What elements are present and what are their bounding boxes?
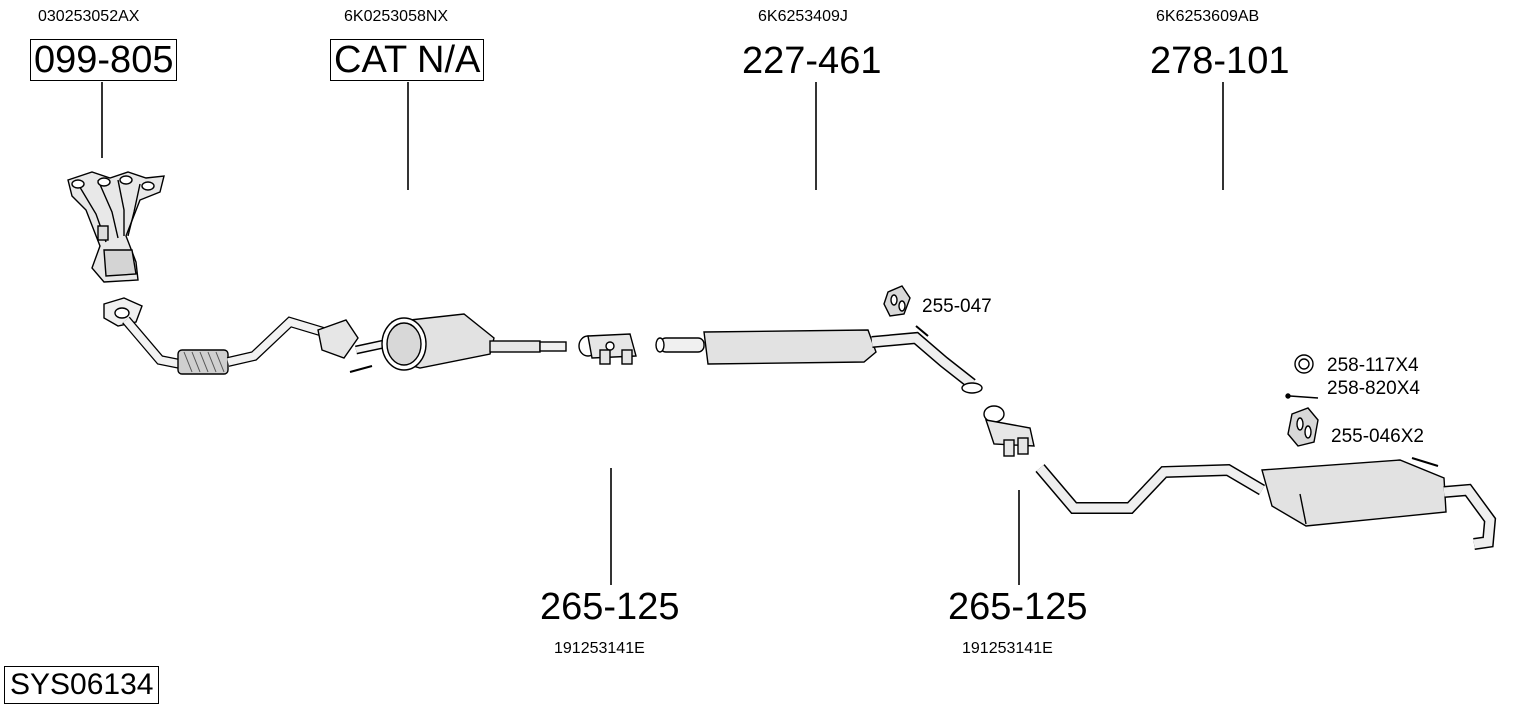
oem-number-clamp-2: 191253141E: [962, 640, 1053, 657]
ring-drawing: [1294, 354, 1314, 374]
system-code: SYS06134: [4, 666, 160, 704]
accessory-label-rubber-hanger-mid: 255-047: [922, 296, 992, 317]
exhaust-manifold: [67, 171, 165, 283]
clamp-2-drawing: [983, 405, 1035, 457]
rear-silencer-drawing: [1035, 457, 1497, 550]
part-number-rear-silencer: 278-101: [1150, 40, 1290, 82]
oem-number-catalyst: 6K0253058NX: [344, 8, 449, 25]
oem-number-manifold: 030253052AX: [38, 8, 140, 25]
front-pipe: [103, 297, 373, 375]
bolt-drawing: [1285, 393, 1319, 399]
accessory-label-ring: 258-117X4: [1327, 355, 1419, 376]
part-number-clamp-1: 265-125: [540, 586, 680, 628]
oem-number-clamp-1: 191253141E: [554, 640, 645, 657]
accessory-label-rubber-hanger-rear: 255-046X2: [1331, 426, 1424, 447]
oem-number-rear-silencer: 6K6253609AB: [1156, 8, 1260, 25]
middle-silencer: [655, 325, 983, 394]
part-number-catalyst: CAT N/A: [330, 39, 485, 81]
catalyst-converter: [355, 313, 567, 371]
rubber-hanger-mid-drawing: [883, 285, 911, 317]
rubber-hanger-rear-drawing: [1287, 407, 1319, 447]
clamp-1-drawing: [578, 333, 637, 365]
part-number-middle-pipe: 227-461: [742, 40, 882, 82]
part-number-clamp-2: 265-125: [948, 586, 1088, 628]
oem-number-middle-pipe: 6K6253409J: [758, 8, 848, 25]
part-number-manifold: 099-805: [30, 39, 178, 81]
accessory-label-bolt: 258-820X4: [1327, 378, 1420, 399]
